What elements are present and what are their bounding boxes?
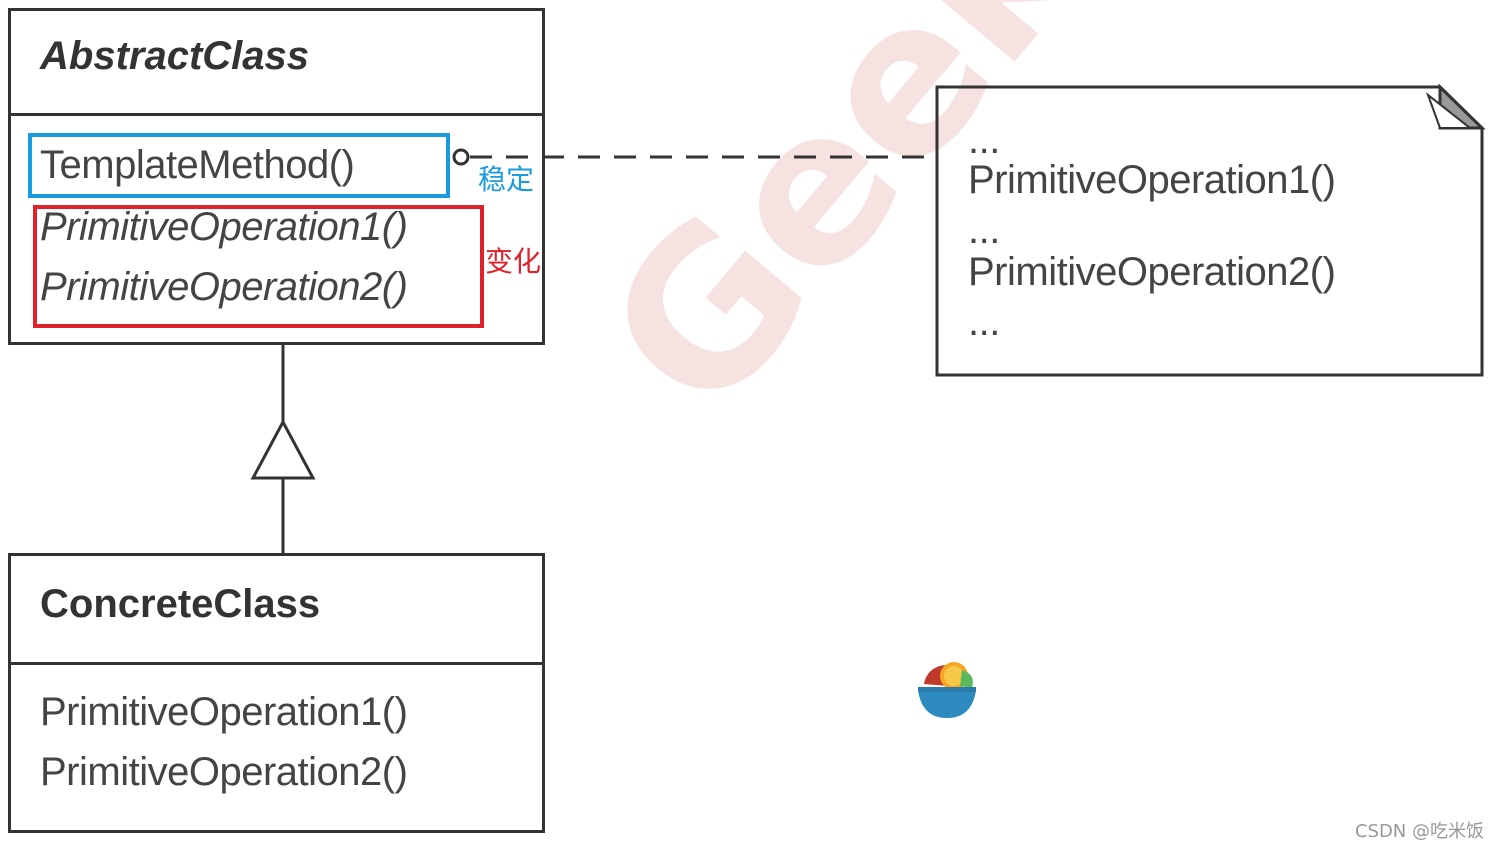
note-line-4: PrimitiveOperation2(): [968, 250, 1336, 294]
abstract-class-name: AbstractClass: [40, 34, 310, 78]
stable-annotation: 稳定: [478, 163, 535, 196]
abstract-class-divider: [8, 113, 545, 116]
salad-bowl-icon: [918, 662, 976, 718]
stable-highlight-box: [28, 133, 450, 198]
change-annotation: 变化: [485, 245, 542, 278]
abstract-primitive-op-2: PrimitiveOperation2(): [40, 265, 408, 309]
inheritance-arrowhead: [250, 418, 316, 480]
concrete-class-divider: [8, 662, 545, 665]
note-line-5: ...: [968, 300, 1000, 344]
template-method-op: TemplateMethod(): [40, 143, 355, 187]
concrete-class-name: ConcreteClass: [40, 582, 321, 626]
note-outline: [935, 85, 1484, 377]
note-line-1: ...: [968, 118, 1000, 162]
abstract-class-box: [8, 8, 545, 345]
change-highlight-box: [33, 205, 484, 328]
abstract-primitive-op-1: PrimitiveOperation1(): [40, 205, 408, 249]
concrete-primitive-op-2: PrimitiveOperation2(): [40, 750, 408, 794]
note-dogear-fold: [1425, 92, 1473, 129]
concrete-primitive-op-1: PrimitiveOperation1(): [40, 690, 408, 734]
note-line-2: PrimitiveOperation1(): [968, 158, 1336, 202]
concrete-class-box: [8, 553, 545, 833]
note-line-3: ...: [968, 208, 1000, 252]
note-anchor-circle: [452, 148, 470, 166]
footer-credit: CSDN @吃米饭: [1354, 821, 1484, 842]
